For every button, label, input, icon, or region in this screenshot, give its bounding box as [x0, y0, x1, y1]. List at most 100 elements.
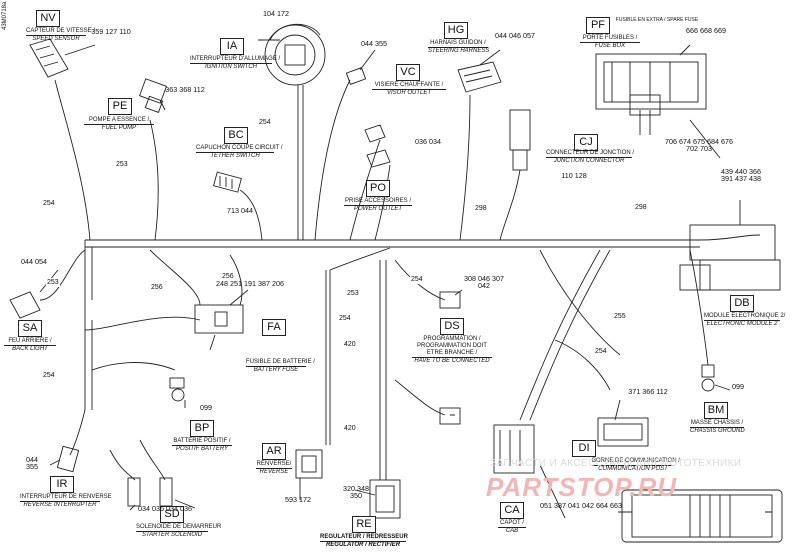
- code-po: PO: [366, 180, 390, 197]
- code-vc: VC: [396, 64, 420, 81]
- caption-cj: CONNECTEUR DE JONCTION /JUNCTION CONNECT…: [546, 150, 635, 164]
- caption-pf: PORTE FUSIBLES /FUSE BOX: [580, 35, 640, 50]
- fa-wire-3: [229, 254, 243, 306]
- caption-ia: INTERRUPTEUR D'ALLUMAGE /IGNITION SWITCH: [190, 56, 281, 70]
- parts-db: 439 440 366 391 437 438: [721, 167, 761, 183]
- po-connector-symbol: [364, 124, 391, 168]
- caption-ds: PROGRAMMATION / PROGRAMMATION DOIT ETRE …: [412, 336, 492, 365]
- ca-connector-symbol: [493, 424, 535, 474]
- wire-label: 420: [343, 424, 357, 433]
- watermark-text: ЗАПЧАСТИ И АКСЕССУАРЫ ДЛЯ МОТОТЕХНИКИ: [490, 458, 742, 469]
- parts-hg: 044 046 057: [495, 31, 535, 40]
- ia-switch-symbol: [264, 23, 326, 86]
- di-wire: [539, 249, 621, 391]
- caption-sa: FEU ARRIERE /BACK LIGHT: [4, 338, 56, 353]
- parts-cj: 110 128: [561, 171, 587, 180]
- parts-pf-bottom: 706 674 675 684 676 702 703: [665, 137, 733, 153]
- wire-label: 420: [343, 340, 357, 349]
- code-re: RE: [352, 516, 376, 533]
- caption-bc: CAPUCHON COUPE CIRCUIT /TETHER SWITCH: [196, 145, 283, 159]
- vc-connector-symbol: [345, 67, 367, 85]
- parts-ir: 044 355: [26, 455, 38, 471]
- code-cj: CJ: [574, 134, 598, 151]
- parts-ca: 051 387 041 042 664 663: [540, 501, 622, 510]
- parts-vc: 044 355: [361, 39, 387, 48]
- parts-fa: 248 251 191 387 206: [216, 279, 284, 288]
- ar-connector-symbol: [295, 449, 323, 479]
- wire-label: 254: [410, 275, 424, 284]
- bp-terminal-symbol: [169, 377, 185, 402]
- ar-wire-2: [329, 247, 391, 271]
- caption-vc: VISIERE CHAUFFANTE /VISOR OUTLET: [372, 82, 446, 97]
- code-ca: CA: [500, 502, 524, 519]
- code-sa: SA: [18, 320, 42, 337]
- code-ar: AR: [262, 443, 286, 460]
- bp-wire: [91, 362, 176, 371]
- wire-label: 298: [474, 204, 488, 213]
- cj-connector-symbol: [509, 109, 531, 171]
- vc-wire: [314, 79, 351, 241]
- ds-connector-symbol: [439, 291, 461, 425]
- caption-bm: MASSE CHASSIS /CHASSIS GROUND: [690, 420, 745, 434]
- code-bc: BC: [224, 127, 248, 144]
- bm-wire: [689, 249, 709, 366]
- hg-wire: [459, 94, 471, 241]
- db-module-symbol: [679, 224, 781, 291]
- wire-label: 254: [42, 371, 56, 380]
- wire-label: 254: [338, 314, 352, 323]
- ds-wire: [394, 259, 446, 416]
- cj-wire: [499, 169, 521, 241]
- wire-label: 253: [115, 160, 129, 169]
- code-ir: IR: [50, 476, 74, 493]
- parts-sd: 034 036 034 036: [138, 504, 192, 513]
- pe-wire: [149, 119, 159, 241]
- pe-connector-symbol: [139, 78, 167, 113]
- wire-label: 253: [346, 289, 360, 298]
- caption-ca: CAPOT /CAB: [498, 520, 526, 535]
- sd-wire: [109, 439, 166, 481]
- parts-bc: 713 044: [227, 206, 253, 215]
- re-connector-symbol: [369, 479, 401, 519]
- wire-label: 255: [613, 312, 627, 321]
- hg-connector-symbol: [457, 61, 502, 93]
- left-branch: [84, 240, 93, 410]
- code-pe: PE: [108, 98, 132, 115]
- wire-label: 253: [46, 278, 60, 287]
- di-connector-symbol: [597, 417, 649, 447]
- code-nv: NV: [36, 10, 60, 27]
- parts-bm: 099: [732, 382, 744, 391]
- parts-ar: 593 172: [285, 495, 311, 504]
- parts-nv: 359 127 110: [91, 27, 131, 36]
- caption-po: PRISE ACCESSOIRES /POWER OUTLET: [344, 198, 412, 212]
- ar-wire: [325, 270, 331, 445]
- sd-connector-symbol: [127, 477, 173, 507]
- ir-wire: [69, 409, 86, 456]
- wire-label: 254: [42, 199, 56, 208]
- caption-pf-note: FUSIBLE EN EXTRA / SPARE FUSE: [615, 17, 699, 23]
- caption-hg: HARNAIS GUIDON /STEERING HARNESS: [428, 40, 490, 54]
- code-di: DI: [572, 440, 596, 457]
- ia-wire: [297, 85, 304, 240]
- pf-fusebox-symbol: [595, 53, 707, 116]
- caption-pe: POMPE A ESSENCE /FUEL PUMP: [84, 117, 154, 132]
- wire-label: 298: [634, 203, 648, 212]
- caption-di: BORNE DE COMMUNICATION /COMMUNICATION PO…: [592, 458, 680, 472]
- db-wire: [699, 234, 761, 241]
- parts-di: 371 366 112: [628, 387, 668, 396]
- sa-connector-symbol: [9, 291, 41, 319]
- code-bm: BM: [704, 402, 728, 419]
- nv-wire: [54, 79, 91, 241]
- pf-wire: [639, 110, 651, 135]
- ca-wire: [519, 249, 611, 421]
- bc-connector-symbol: [213, 171, 242, 193]
- parts-ds: 308 046 307 042: [464, 274, 504, 290]
- bm-terminal-symbol: [701, 364, 715, 392]
- wire-label: 256: [150, 283, 164, 292]
- parts-po: 036 034: [415, 137, 441, 146]
- wire-label: 254: [594, 347, 608, 356]
- ca-module-symbol: [621, 489, 783, 543]
